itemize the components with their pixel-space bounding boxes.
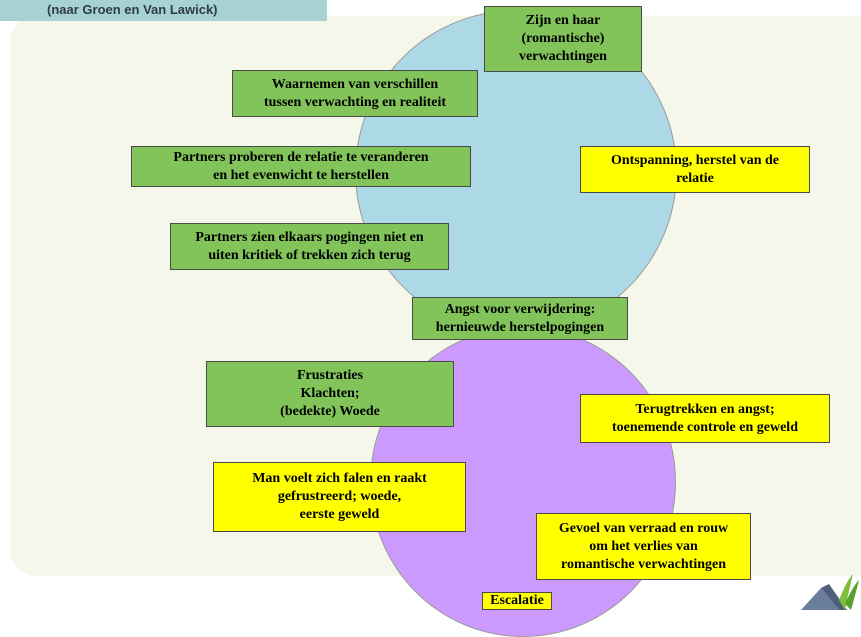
partners-try-change-box: Partners proberen de relatie te verander… [131,146,471,187]
withdrawal-box: Terugtrekken en angst; toenemende contro… [580,394,830,443]
man-fails-box: Man voelt zich falen en raakt gefrustree… [213,462,466,532]
perceive-differences-box: Waarnemen van verschillen tussen verwach… [232,70,478,117]
relaxation-box: Ontspanning, herstel van de relatie [580,146,810,193]
betrayal-box: Gevoel van verraad en rouw om het verlie… [536,513,751,580]
source-header: (naar Groen en Van Lawick) [0,0,327,21]
expectations-box: Zijn en haar (romantische) verwachtingen [484,6,642,72]
escalation-box: Escalatie [482,592,552,610]
partners-criticism-box: Partners zien elkaars pogingen niet en u… [170,223,449,270]
frustrations-box: Frustraties Klachten; (bedekte) Woede [206,361,454,427]
fear-removal-box: Angst voor verwijdering: hernieuwde hers… [412,297,628,340]
house-logo-icon [801,574,859,610]
